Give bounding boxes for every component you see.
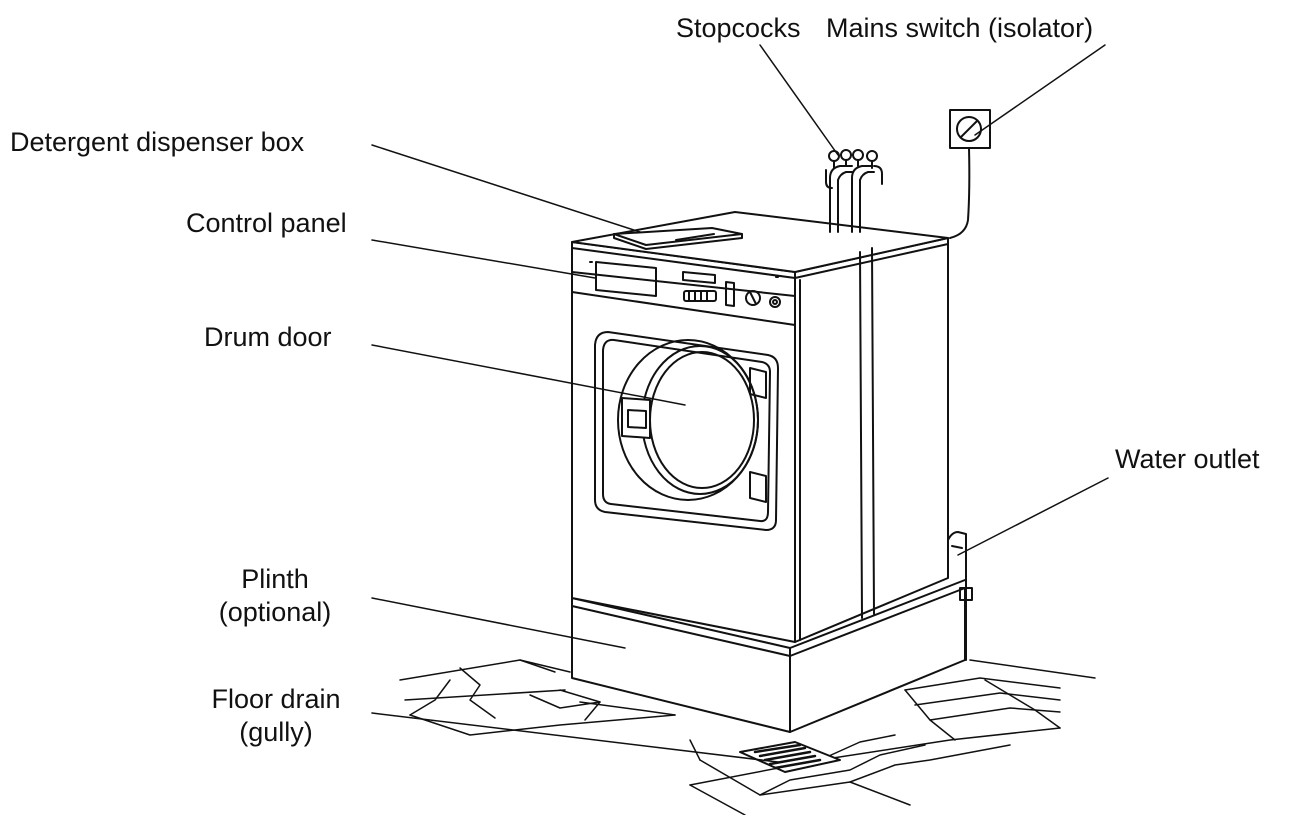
label-floor-drain-line1: Floor drain: [211, 684, 341, 714]
label-mains-switch: Mains switch (isolator): [826, 13, 1094, 43]
floor-drain-grate-icon: [739, 741, 841, 773]
label-plinth-line1: Plinth: [241, 564, 309, 594]
leader-lines: [371, 44, 1109, 763]
stopcock-icon: [825, 149, 883, 233]
water-outlet: [947, 531, 973, 661]
label-water-outlet: Water outlet: [1115, 444, 1260, 474]
label-stopcocks: Stopcocks: [676, 13, 801, 43]
label-floor-drain: Floor drain (gully): [196, 683, 356, 749]
label-drum-door: Drum door: [204, 322, 332, 352]
label-plinth: Plinth (optional): [205, 563, 345, 629]
label-detergent-dispenser-box: Detergent dispenser box: [10, 127, 305, 157]
drum-door: [594, 331, 779, 531]
floor-tiles-right: [689, 659, 1096, 816]
label-plinth-line2: (optional): [218, 597, 332, 627]
label-control-panel: Control panel: [186, 208, 347, 238]
label-floor-drain-line2: (gully): [239, 717, 313, 747]
